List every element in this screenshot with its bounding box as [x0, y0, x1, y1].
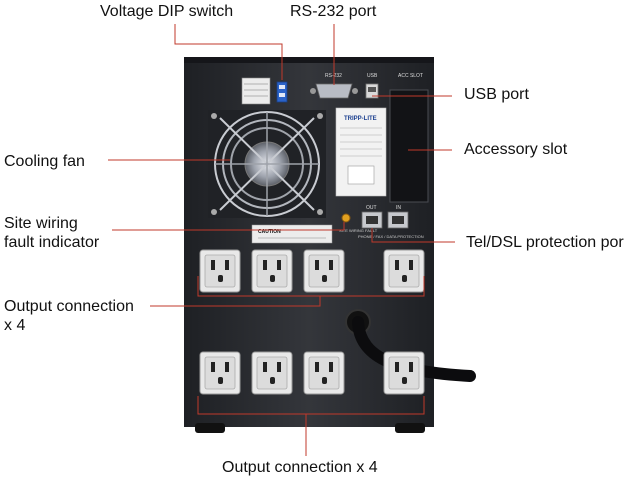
outlet-top-3[interactable]: [303, 249, 345, 293]
callout-site-wiring-line2: fault indicator: [4, 234, 100, 251]
outlet-bottom-4[interactable]: [383, 351, 425, 395]
site-wiring-device-label: SITE WIRING FAULT: [339, 228, 378, 233]
callout-line-dip: [174, 24, 283, 80]
dip-label-plate: [241, 77, 271, 105]
foot-left: [195, 423, 225, 433]
callout-bracket-top: [197, 276, 425, 297]
outlet-bottom-2[interactable]: [251, 351, 293, 395]
caution-device-label: CAUTION: [258, 229, 281, 235]
acc-slot-device-label: ACC SLOT: [398, 73, 423, 79]
callout-output-bottom: Output connection x 4: [222, 459, 378, 476]
callout-tel-dsl-protection: Tel/DSL protection por: [466, 234, 624, 251]
callout-line-tel: [371, 228, 455, 243]
callout-line-site-wiring: [112, 222, 345, 231]
chassis-top-edge: [184, 57, 434, 63]
callout-line-output-left: [150, 296, 321, 307]
callout-usb-port: USB port: [464, 86, 529, 103]
accessory-slot-cover[interactable]: [389, 89, 429, 203]
site-wiring-fault-indicator: SITE WIRING FAULT: [339, 213, 378, 233]
outlet-top-2[interactable]: [251, 249, 293, 293]
accessory-slot[interactable]: ACC SLOT: [389, 73, 429, 203]
callout-accessory-slot: Accessory slot: [464, 141, 568, 158]
in-device-label: IN: [396, 205, 401, 211]
cooling-fan: [208, 110, 326, 218]
foot-right: [395, 423, 425, 433]
callout-site-wiring-line1: Site wiring: [4, 215, 78, 232]
outlets-top-row: [199, 249, 425, 293]
callout-output-left-line1: Output connection: [4, 298, 134, 315]
usb-device-label: USB: [367, 73, 378, 79]
tel-dsl-protection-ports[interactable]: OUT IN PHONE / FAX / DATA PROTECTION: [358, 205, 424, 239]
phone-fax-device-label: PHONE / FAX / DATA PROTECTION: [358, 234, 424, 239]
voltage-dip-switch[interactable]: [241, 77, 288, 105]
caution-label: CAUTION: [251, 224, 333, 244]
callout-cooling-fan: Cooling fan: [4, 153, 85, 170]
outlet-bottom-3[interactable]: [303, 351, 345, 395]
fault-led: [341, 213, 351, 223]
callout-output-left-line2: x 4: [4, 317, 26, 334]
outlet-top-1[interactable]: [199, 249, 241, 293]
outlet-bottom-1[interactable]: [199, 351, 241, 395]
outlets-bottom-row: [199, 351, 425, 395]
usb-port[interactable]: USB: [365, 73, 379, 99]
callout-bracket-bottom: [197, 396, 425, 415]
dip-switch-block[interactable]: [276, 81, 288, 103]
brand-label: TRIPP-LITE: [344, 116, 377, 122]
outlet-top-4[interactable]: [383, 249, 425, 293]
rating-label-sticker: TRIPP-LITE: [335, 107, 387, 197]
db9-connector[interactable]: [315, 83, 353, 99]
callout-rs232-port: RS-232 port: [290, 3, 377, 20]
out-device-label: OUT: [366, 205, 377, 211]
callout-voltage-dip-switch: Voltage DIP switch: [100, 3, 234, 20]
callout-lines: [108, 24, 455, 456]
